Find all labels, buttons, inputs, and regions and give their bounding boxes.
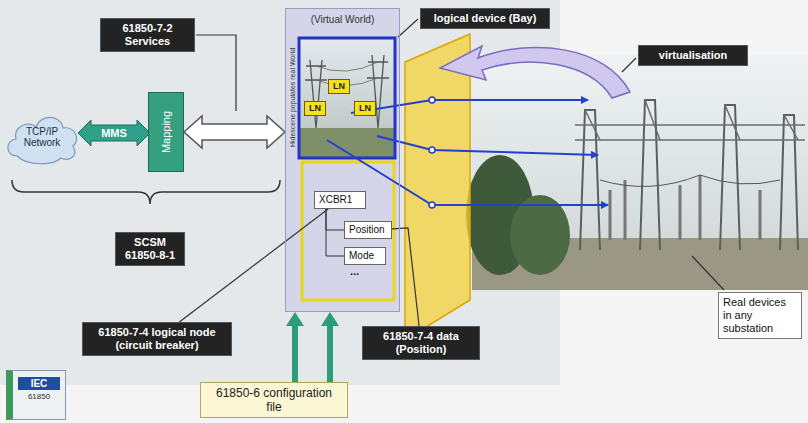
node-text: virtualisation <box>644 49 742 62</box>
mapping-arrows <box>327 100 608 205</box>
callout-label: 61850-7-4 logical node (circuit breaker) <box>82 322 232 356</box>
vertical-caption-holder: Hidescene populates real World <box>232 93 352 102</box>
callout-label: 61850-7-4 data (Position) <box>362 326 480 360</box>
virtual-world-panel: (Virtual World) LN LN LN XCBR1PositionMode..… <box>285 8 400 312</box>
node-text: IEC <box>18 377 60 390</box>
network-cloud: TCP/IP Network <box>3 106 81 168</box>
node-text: 61850-7-4 logical node (circuit breaker) <box>88 326 226 352</box>
protocol-arrow: MMS <box>78 118 150 148</box>
node-text: LN <box>305 102 325 115</box>
plane-points <box>429 97 435 208</box>
callout-label: logical device (Bay) <box>420 8 550 29</box>
logical-node-box: LN <box>304 101 326 116</box>
node-text: Mode <box>349 249 381 263</box>
virtual-photo <box>299 38 395 158</box>
callout-label: virtualisation <box>638 45 748 66</box>
node-text: 61850-6 configuration file <box>207 386 341 414</box>
node-text: 61850 <box>13 392 65 402</box>
callout-label: SCSM 61850-8-1 <box>115 232 185 266</box>
node-text: TCP/IP Network <box>15 126 69 148</box>
node-text: 61850-7-4 data (Position) <box>368 330 474 356</box>
node-text: 61850-7-2 Services <box>106 22 189 48</box>
arrow-head <box>286 312 304 326</box>
node-text: Mapping <box>160 111 172 153</box>
virtualisation-plane <box>405 34 470 340</box>
connector-line <box>292 326 298 382</box>
node-text: MMS <box>101 127 127 139</box>
connector-line <box>179 209 328 322</box>
mapping-box: Mapping <box>148 92 184 172</box>
connector <box>286 312 304 382</box>
connector-line <box>326 209 344 230</box>
config-file-box: 61850-6 configuration file <box>200 382 348 418</box>
logical-node-box: LN <box>328 79 350 94</box>
node-text: logical device (Bay) <box>426 12 544 25</box>
node-text: XCBR1 <box>319 193 361 207</box>
ellipsis: ... <box>350 265 370 277</box>
panel-ground <box>285 8 400 312</box>
node-text: Position <box>349 223 387 237</box>
ellipsis-holder: ... <box>350 265 370 277</box>
scsm-bracket <box>12 180 280 204</box>
logical-device-outline <box>299 38 395 158</box>
logical-node-box: LN <box>354 101 376 116</box>
connector <box>326 209 344 230</box>
connector <box>321 312 339 382</box>
note-box: Real devices in any substation <box>718 292 802 339</box>
node-text: LN <box>329 80 349 93</box>
connector <box>179 209 328 322</box>
connector-line <box>327 326 333 382</box>
node-text: LN <box>355 102 375 115</box>
connector <box>184 116 285 148</box>
data-box: Mode <box>344 247 386 265</box>
virtualisation-arrow <box>440 46 630 98</box>
arrow-head <box>321 312 339 326</box>
object-box: XCBR1 <box>314 191 366 209</box>
double-arrow <box>184 116 285 148</box>
standard-book: IEC 61850 <box>6 370 66 420</box>
node-text: (Virtual World) <box>286 14 399 26</box>
substation-photo <box>466 55 808 290</box>
connector <box>326 209 344 256</box>
callout-label: 61850-7-2 Services <box>100 18 195 52</box>
vertical-caption: Hidescene populates real World <box>288 38 297 158</box>
node-text: SCSM 61850-8-1 <box>121 236 179 262</box>
data-box: Position <box>344 221 392 239</box>
logical-node-outline <box>302 162 394 300</box>
node-text: Real devices in any substation <box>723 296 797 335</box>
connector-line <box>326 209 344 256</box>
